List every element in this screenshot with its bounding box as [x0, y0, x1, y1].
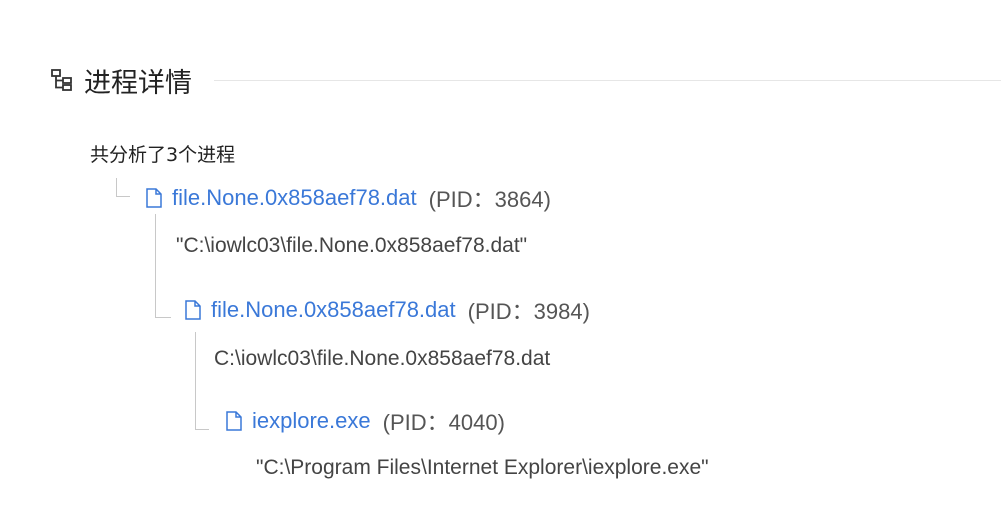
process-item: file.None.0x858aef78.dat (PID：3864) — [146, 182, 551, 214]
tree-connector — [116, 196, 130, 197]
process-summary: 共分析了3个进程 — [90, 144, 236, 166]
process-item: file.None.0x858aef78.dat (PID：3984) — [185, 294, 590, 326]
section-header: 进程详情 — [50, 58, 1001, 102]
process-name-link[interactable]: file.None.0x858aef78.dat — [211, 297, 456, 322]
process-tree-icon — [51, 69, 72, 91]
process-name-link[interactable]: file.None.0x858aef78.dat — [172, 185, 417, 210]
section-title: 进程详情 — [84, 67, 192, 99]
tree-connector — [155, 317, 171, 318]
process-name-link[interactable]: iexplore.exe — [252, 408, 371, 433]
file-icon — [146, 188, 162, 208]
file-icon — [226, 411, 242, 431]
file-icon — [185, 300, 201, 320]
tree-connector — [195, 332, 196, 429]
process-pid: (PID：3984) — [467, 299, 590, 324]
process-pid: (PID：4040) — [382, 410, 505, 435]
tree-connector — [155, 214, 156, 317]
header-divider — [214, 79, 1001, 81]
process-cmdline: "C:\iowlc03\file.None.0x858aef78.dat" — [176, 234, 528, 257]
process-pid: (PID：3864) — [428, 187, 551, 212]
tree-connector — [116, 178, 117, 196]
process-item: iexplore.exe (PID：4040) — [226, 405, 505, 437]
tree-connector — [195, 429, 209, 430]
process-cmdline: C:\iowlc03\file.None.0x858aef78.dat — [214, 347, 551, 370]
process-cmdline: "C:\Program Files\Internet Explorer\iexp… — [256, 456, 709, 479]
